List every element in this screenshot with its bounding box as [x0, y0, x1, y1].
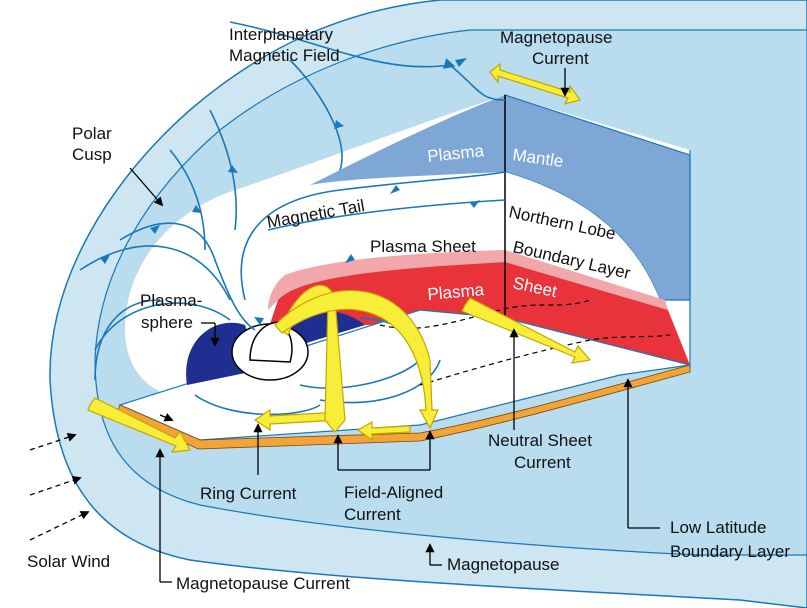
- neutral-sheet-current-arrow: [461, 297, 592, 364]
- neutral-sheet-current-paths: [379, 299, 671, 386]
- magnetopause-current-bottom-arrow: [87, 397, 191, 453]
- label-field-aligned-1: Field-Aligned: [344, 483, 443, 502]
- solar-wind-arrows: [29, 432, 90, 541]
- label-plasmasphere-1: Plasma-: [140, 291, 202, 310]
- label-imf-1: Interplanetary: [229, 25, 333, 44]
- ring-current-arrow-2: [356, 420, 411, 442]
- label-neutral-sheet-2: Current: [514, 453, 571, 472]
- field-line-arrows: [100, 58, 480, 325]
- label-plasmasphere-2: sphere: [141, 313, 193, 332]
- plasma-sheet-face: [505, 262, 690, 365]
- label-solar-wind: Solar Wind: [27, 552, 110, 571]
- label-imf-2: Magnetic Field: [229, 46, 340, 65]
- field-aligned-current-loop-right: [274, 289, 439, 430]
- label-polar-cusp-1: Polar: [72, 124, 112, 143]
- label-plasma-sheet-top: Plasma Sheet: [370, 237, 476, 256]
- northern-lobe-face: [505, 172, 660, 300]
- label-mp-current-top-1: Magnetopause: [500, 28, 612, 47]
- current-arrows: [87, 62, 592, 453]
- boundary-layer-band: [505, 250, 668, 310]
- boundary-layer-inner: [268, 250, 505, 310]
- leaders: [129, 68, 660, 583]
- label-low-latitude-1: Low Latitude: [670, 518, 766, 537]
- label-neutral-sheet-1: Neutral Sheet: [488, 431, 592, 450]
- label-magnetopause-bottom: Magnetopause: [447, 555, 559, 574]
- label-plasma-sheet-a: Plasma: [427, 280, 486, 304]
- label-low-latitude-2: Boundary Layer: [670, 542, 790, 561]
- label-polar-cusp-2: Cusp: [72, 145, 112, 164]
- equator-boundary-band: [117, 364, 691, 450]
- label-field-aligned-2: Current: [344, 505, 401, 524]
- label-mp-current-top-2: Current: [532, 49, 589, 68]
- plasma-mantle-inner: [330, 100, 505, 175]
- label-ring-current: Ring Current: [200, 484, 297, 503]
- label-mp-current-bottom: Magnetopause Current: [176, 574, 350, 593]
- magnetopause-current-top-arrow: [489, 62, 581, 105]
